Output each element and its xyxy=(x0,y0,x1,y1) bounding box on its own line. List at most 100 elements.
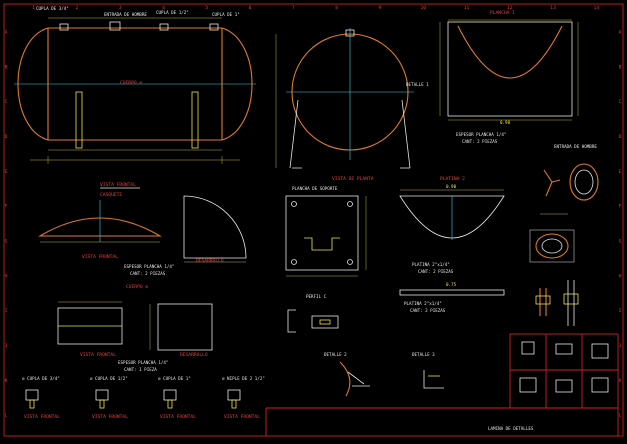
platina3-caption-1: PLATINA 2"x1/4" xyxy=(404,301,442,306)
entrada-hombre: ENTRADA DE HOMBRE xyxy=(529,144,599,263)
col-number-8: 8 xyxy=(335,5,338,11)
note-cupla-12: CUPLA DE 1/2" xyxy=(156,10,189,15)
bolt-hole xyxy=(291,201,297,207)
cuerpo-caption-2: CANT: 1 PIEZA xyxy=(124,367,157,372)
row-letter-L-right: L xyxy=(619,413,622,419)
row-letter-F-right: F xyxy=(619,204,622,210)
detalle3-angle xyxy=(423,370,444,389)
tank-side-view: VISTA DE PLANTA DETALLE 1 xyxy=(275,28,429,182)
casquete-development xyxy=(183,195,247,259)
col-number-5: 5 xyxy=(205,5,208,11)
plancha-frame xyxy=(447,21,573,117)
legend-block: LAMINA DE DETALLES xyxy=(265,333,619,436)
bolt-washer xyxy=(563,293,579,305)
row-letter-K-right: K xyxy=(619,378,622,384)
plancha-dim: 0.90 xyxy=(500,120,511,125)
nozzle-3-sub: VISTA FRONTAL xyxy=(160,414,196,420)
row-letter-I-right: I xyxy=(619,308,622,314)
platina2-title: PLATINA 2 xyxy=(440,176,465,182)
nozzle-detail-1: ⌀ CUPLA DE 3/4" VISTA FRONTAL xyxy=(22,376,60,420)
row-letter-E-right: E xyxy=(619,169,622,175)
casquete-caption-1: ESPESOR PLANCHA 1/4" xyxy=(124,264,174,269)
nozzle-3 xyxy=(209,23,219,31)
platina2-arc xyxy=(399,195,505,239)
title-block-frame xyxy=(265,407,619,436)
note-cupla-34: CUPLA DE 3/4" xyxy=(36,6,69,11)
platina2-dim: 0.90 xyxy=(446,184,457,189)
plancha-title: PLANCHA 1 xyxy=(490,10,515,16)
entrada-ring xyxy=(569,163,599,201)
nozzle-detail-2: ⌀ CUPLA DE 1/2" VISTA FRONTAL xyxy=(90,376,128,420)
casquete: CASQUETE VISTA FRONTAL DESARROLLO ESPESO… xyxy=(38,192,247,276)
cuerpo-development xyxy=(157,303,213,351)
tank-body-label: CUERPO ⌀ xyxy=(120,80,142,86)
detail-1-label: DETALLE 1 xyxy=(406,82,429,87)
perfil-slot xyxy=(319,319,331,325)
nozzle-body xyxy=(163,389,177,401)
bolt-hole xyxy=(347,201,353,207)
tank-front-title: VISTA FRONTAL xyxy=(100,182,136,188)
legend-symbol xyxy=(555,343,573,355)
row-letter-E-left: E xyxy=(5,169,8,175)
col-number-12: 12 xyxy=(507,5,513,11)
platina-2: PLATINA 2 0.90 PLATINA 2"x1/4" CANT: 2 P… xyxy=(399,176,505,274)
platina2-caption-2: CANT: 2 PIEZAS xyxy=(418,269,454,274)
platina3-bar xyxy=(399,289,505,296)
col-number-4: 4 xyxy=(162,5,165,11)
tank-side-title: VISTA DE PLANTA xyxy=(332,176,374,182)
casquete-profile xyxy=(38,217,162,237)
casquete-title: CASQUETE xyxy=(100,192,122,198)
cuerpo-dev: DESARROLLO xyxy=(180,352,208,358)
note-cupla-1: CUPLA DE 1" xyxy=(212,12,240,17)
detalle3-title: DETALLE 3 xyxy=(412,352,435,357)
row-letter-H-left: H xyxy=(5,273,8,279)
detail-bolts xyxy=(535,280,579,326)
platina-3: 0.75 PLATINA 2"x1/4" CANT: 2 PIEZAS xyxy=(399,282,505,313)
note-entrada: ENTRADA DE HOMBRE xyxy=(104,12,147,17)
row-letter-B-left: B xyxy=(5,64,8,70)
perfil-c: PERFIL C xyxy=(287,294,339,333)
legend-frame xyxy=(509,333,619,409)
nozzle-neck xyxy=(29,399,35,409)
row-letter-J-right: J xyxy=(619,343,622,349)
detalle2-title: DETALLE 2 xyxy=(324,352,347,357)
nozzle-1 xyxy=(59,23,69,31)
support-leg-left xyxy=(75,91,83,149)
side-nozzle xyxy=(345,29,355,37)
base-plate xyxy=(285,195,359,271)
col-number-13: 13 xyxy=(550,5,556,11)
row-letter-H-right: H xyxy=(619,273,622,279)
legend-symbol xyxy=(519,377,537,393)
nozzle-body xyxy=(227,389,241,401)
bolt-shaft xyxy=(539,288,547,316)
cuerpo-title: CUERPO ⌀ xyxy=(126,284,148,290)
legend-symbol xyxy=(555,379,573,393)
base-title: PLANCHA DE SOPORTE xyxy=(292,186,338,191)
bolt-plate xyxy=(567,280,575,326)
nozzle-details: ⌀ CUPLA DE 3/4" VISTA FRONTAL ⌀ CUPLA DE… xyxy=(22,376,265,420)
row-letter-B-right: B xyxy=(619,64,622,70)
tank-front-view: CUERPO ⌀ VISTA FRONTAL CUPLA DE 3/4" ENT… xyxy=(14,6,256,189)
row-letter-F-left: F xyxy=(5,204,8,210)
row-letter-L-left: L xyxy=(5,413,8,419)
plancha-top: PLANCHA 1 0.90 ESPESOR PLANCHA 1/4" CANT… xyxy=(439,10,579,144)
plancha-soporte: PLANCHA DE SOPORTE xyxy=(285,186,367,277)
legend-symbol xyxy=(591,343,609,359)
row-letter-C-left: C xyxy=(5,99,8,105)
detalle2-arc xyxy=(339,361,351,397)
row-letter-C-right: C xyxy=(619,99,622,105)
nozzle-body xyxy=(95,389,109,401)
casquete-caption-2: CANT: 2 PIEZAS xyxy=(130,271,166,276)
entrada-inner xyxy=(574,169,594,195)
bolt-hole xyxy=(347,259,353,265)
nozzle-body xyxy=(25,389,39,401)
nozzle-detail-3: ⌀ CUPLA DE 1" VISTA FRONTAL xyxy=(158,376,196,420)
col-number-3: 3 xyxy=(119,5,122,11)
plancha-caption-2: CANT: 2 PIEZAS xyxy=(462,139,498,144)
legend-symbol xyxy=(521,341,535,355)
bolt-nut xyxy=(535,295,551,305)
nozzle-neck xyxy=(99,399,105,409)
perfil-side xyxy=(311,315,339,329)
casquete-dev: DESARROLLO xyxy=(196,258,224,264)
